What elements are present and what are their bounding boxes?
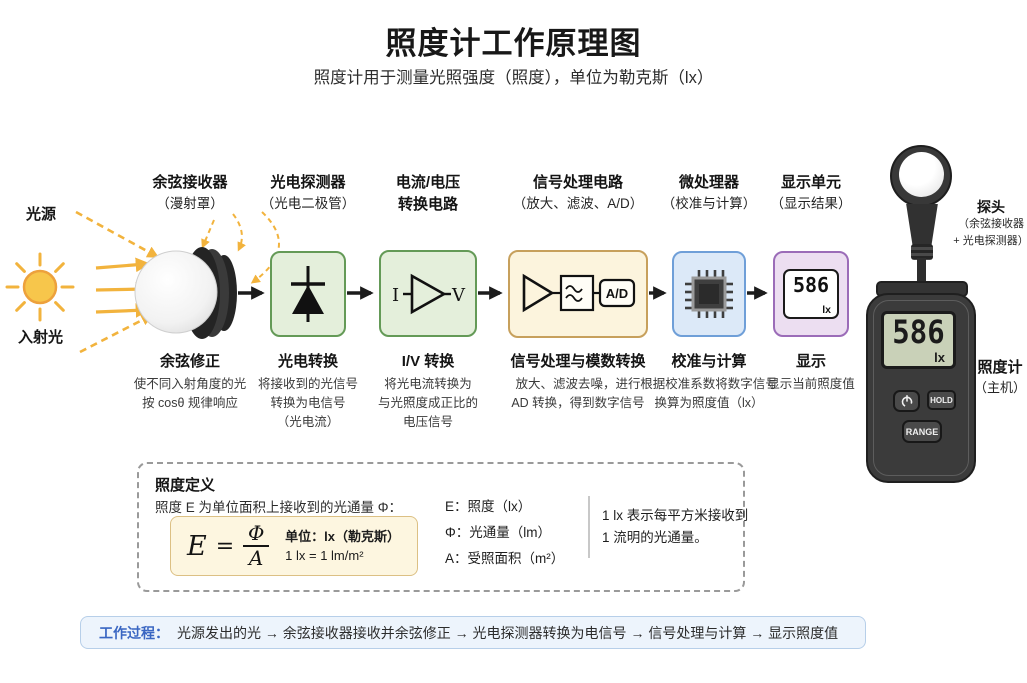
illuminance-formula: E = Φ A <box>187 523 270 569</box>
mini-display: 586 lx <box>783 269 839 319</box>
iv-converter-box: I V <box>379 250 477 337</box>
definition-title: 照度定义 <box>155 477 216 494</box>
meter-lcd: 586 lx <box>881 311 956 369</box>
page-title: 照度计工作原理图 <box>385 26 642 61</box>
process-label: 工作过程： <box>99 624 169 641</box>
signal-processing-icon: A/D <box>522 273 636 313</box>
probe-dome <box>899 152 944 197</box>
caption-calibration: 校准与计算 根据校准系数将数字信号换算为照度值（lx） <box>640 353 778 410</box>
sun-icon <box>5 252 75 322</box>
power-button[interactable] <box>893 390 920 412</box>
probe-neck <box>906 204 938 246</box>
stage-label-photodetector: 光电探测器（光电二极管） <box>260 174 356 211</box>
lux-note: 1 lx 表示每平方米接收到 1 流明的光通量。 <box>602 508 749 545</box>
incident-light-label: 入射光 <box>18 329 64 346</box>
power-icon <box>901 394 912 408</box>
caption-photoelectric-conversion: 光电转换 将接收到的光信号转换为电信号（光电流） <box>257 353 358 429</box>
lcd-unit: lx <box>934 350 945 365</box>
legend-divider <box>588 496 590 558</box>
caption-iv-conversion: I/V 转换 将光电流转换为与光照度成正比的电压信号 <box>377 353 478 429</box>
iv-converter-icon: I V <box>392 273 466 314</box>
chip-icon <box>685 270 733 318</box>
photodiode-box <box>270 251 346 337</box>
cosine-receiver-dome <box>134 247 237 339</box>
stage-label-display-unit: 显示单元（显示结果） <box>770 174 852 211</box>
mini-display-value: 586 <box>792 273 830 297</box>
svg-text:I: I <box>392 285 399 306</box>
microprocessor-box <box>672 251 746 337</box>
definition-intro: 照度 E 为单位面积上接收到的光通量 Φ： <box>155 500 403 515</box>
display-unit-box: 586 lx <box>773 251 849 337</box>
svg-text:V: V <box>451 285 466 306</box>
unit-line-2: 1 lx = 1 lm/m² <box>285 548 364 563</box>
caption-display: 显示 显示当前照度值 <box>767 353 855 391</box>
hold-button[interactable]: HOLD <box>927 390 956 410</box>
signal-processing-box: A/D <box>508 250 648 338</box>
formula-legend: E：照度（lx） Φ：光通量（lm） A：受照面积（m²） <box>445 499 565 566</box>
stage-label-iv-circuit: 电流/电压转换电路 <box>395 174 461 213</box>
stage-label-microprocessor: 微处理器（校准与计算） <box>661 174 757 211</box>
svg-text:A/D: A/D <box>606 286 628 301</box>
process-bar: 工作过程： 光源发出的光 → 余弦接收器接收并余弦修正 → 光电探测器转换为电信… <box>80 616 866 649</box>
host-label: 照度计 （主机） <box>973 359 1026 395</box>
process-text: 光源发出的光 → 余弦接收器接收并余弦修正 → 光电探测器转换为电信号 → 信号… <box>177 624 839 641</box>
caption-cosine-correction: 余弦修正 使不同入射角度的光按 cosθ 规律响应 <box>133 353 247 410</box>
incident-light-arrows <box>75 210 280 354</box>
lcd-value: 586 <box>892 313 945 351</box>
probe-connector <box>911 244 933 260</box>
photodiode-icon <box>291 266 325 322</box>
probe-label: 探头 （余弦接收器 + 光电探测器） <box>953 199 1027 247</box>
page-subtitle: 照度计用于测量光照强度（照度），单位为勒克斯（lx） <box>313 69 714 87</box>
mini-display-unit: lx <box>822 304 831 316</box>
formula-box: E = Φ A 单位：lx（勒克斯） 1 lx = 1 lm/m² <box>170 516 418 576</box>
fraction-bar <box>243 545 270 547</box>
probe-stem <box>917 258 926 298</box>
stage-label-signal-circuit: 信号处理电路（放大、滤波、A/D） <box>512 174 644 211</box>
light-source-label: 光源 <box>26 206 57 223</box>
range-button[interactable]: RANGE <box>902 420 942 443</box>
unit-line-1: 单位：lx（勒克斯） <box>285 529 400 544</box>
stage-label-cosine-receiver: 余弦接收器（漫射罩） <box>152 174 228 211</box>
